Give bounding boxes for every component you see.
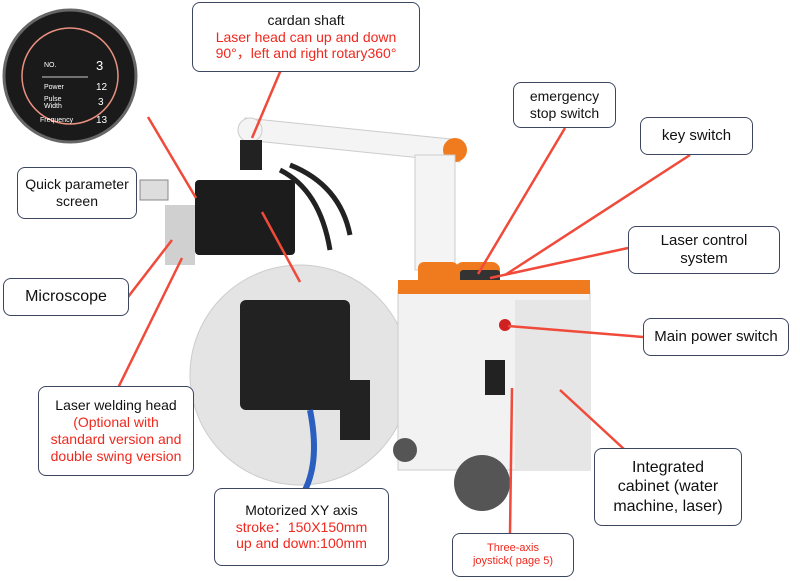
callout-line: system (680, 250, 728, 267)
callout-line: Laser head can up and down (215, 28, 397, 45)
callout-main-power-switch: Main power switch (643, 318, 789, 356)
callout-line: stop switch (529, 105, 600, 121)
callout-integrated-cabinet: Integrated cabinet (water machine, laser… (594, 448, 742, 526)
screen-label-frequency: Frequency (40, 117, 74, 124)
callout-laser-welding-head: Laser welding head (Optional with standa… (38, 386, 194, 476)
callout-line: up and down:100mm (236, 535, 367, 552)
callout-three-axis-joystick: Three-axis joystick( page 5) (452, 533, 574, 577)
callout-title: Laser welding head (55, 397, 177, 414)
callout-line: stroke：150X150mm (235, 518, 368, 535)
screen-value-no: 3 (96, 58, 104, 73)
callout-line: Laser control (660, 232, 748, 249)
screen-label-power: Power (44, 84, 64, 91)
callout-quick-parameter-screen: Quick parameter screen (17, 167, 137, 219)
callout-title: Motorized XY axis (245, 501, 358, 518)
callout-emergency-stop-switch: emergency stop switch (513, 82, 616, 128)
callout-line: Quick parameter (25, 176, 129, 193)
screen-value-power: 12 (96, 82, 108, 93)
callout-motorized-xy-axis: Motorized XY axis stroke：150X150mm up an… (214, 488, 389, 566)
callout-line: 90°，left and right rotary360° (215, 45, 397, 62)
callout-line: machine, laser) (613, 497, 723, 515)
callout-line: joystick( page 5) (472, 555, 554, 567)
callout-laser-control-system: Laser control system (628, 226, 780, 274)
callout-title: key switch (661, 127, 732, 144)
callout-microscope: Microscope (3, 278, 129, 316)
screen-value-frequency: 13 (96, 115, 108, 126)
screen-label-no: NO. (44, 62, 57, 69)
callout-line: standard version and (50, 431, 182, 447)
callout-line: Three-axis (487, 541, 539, 554)
callout-line: (Optional with (73, 414, 159, 431)
callout-line: cabinet (water (617, 478, 719, 496)
callout-key-switch: key switch (640, 117, 753, 155)
callout-title: Microscope (25, 288, 107, 306)
callout-line: emergency (529, 88, 600, 105)
parameter-screen (2, 8, 138, 144)
callout-cardan-shaft: cardan shaft Laser head can up and down … (192, 2, 420, 72)
callout-line: double swing version (50, 447, 182, 464)
callout-line: Integrated (631, 459, 705, 477)
callout-title: cardan shaft (267, 11, 345, 28)
callout-arrows (116, 64, 691, 534)
callout-line: screen (55, 193, 99, 209)
screen-label-pulse: Pulse Width (44, 96, 62, 110)
callout-title: Main power switch (654, 328, 778, 345)
screen-value-pulse: 3 (98, 97, 104, 108)
